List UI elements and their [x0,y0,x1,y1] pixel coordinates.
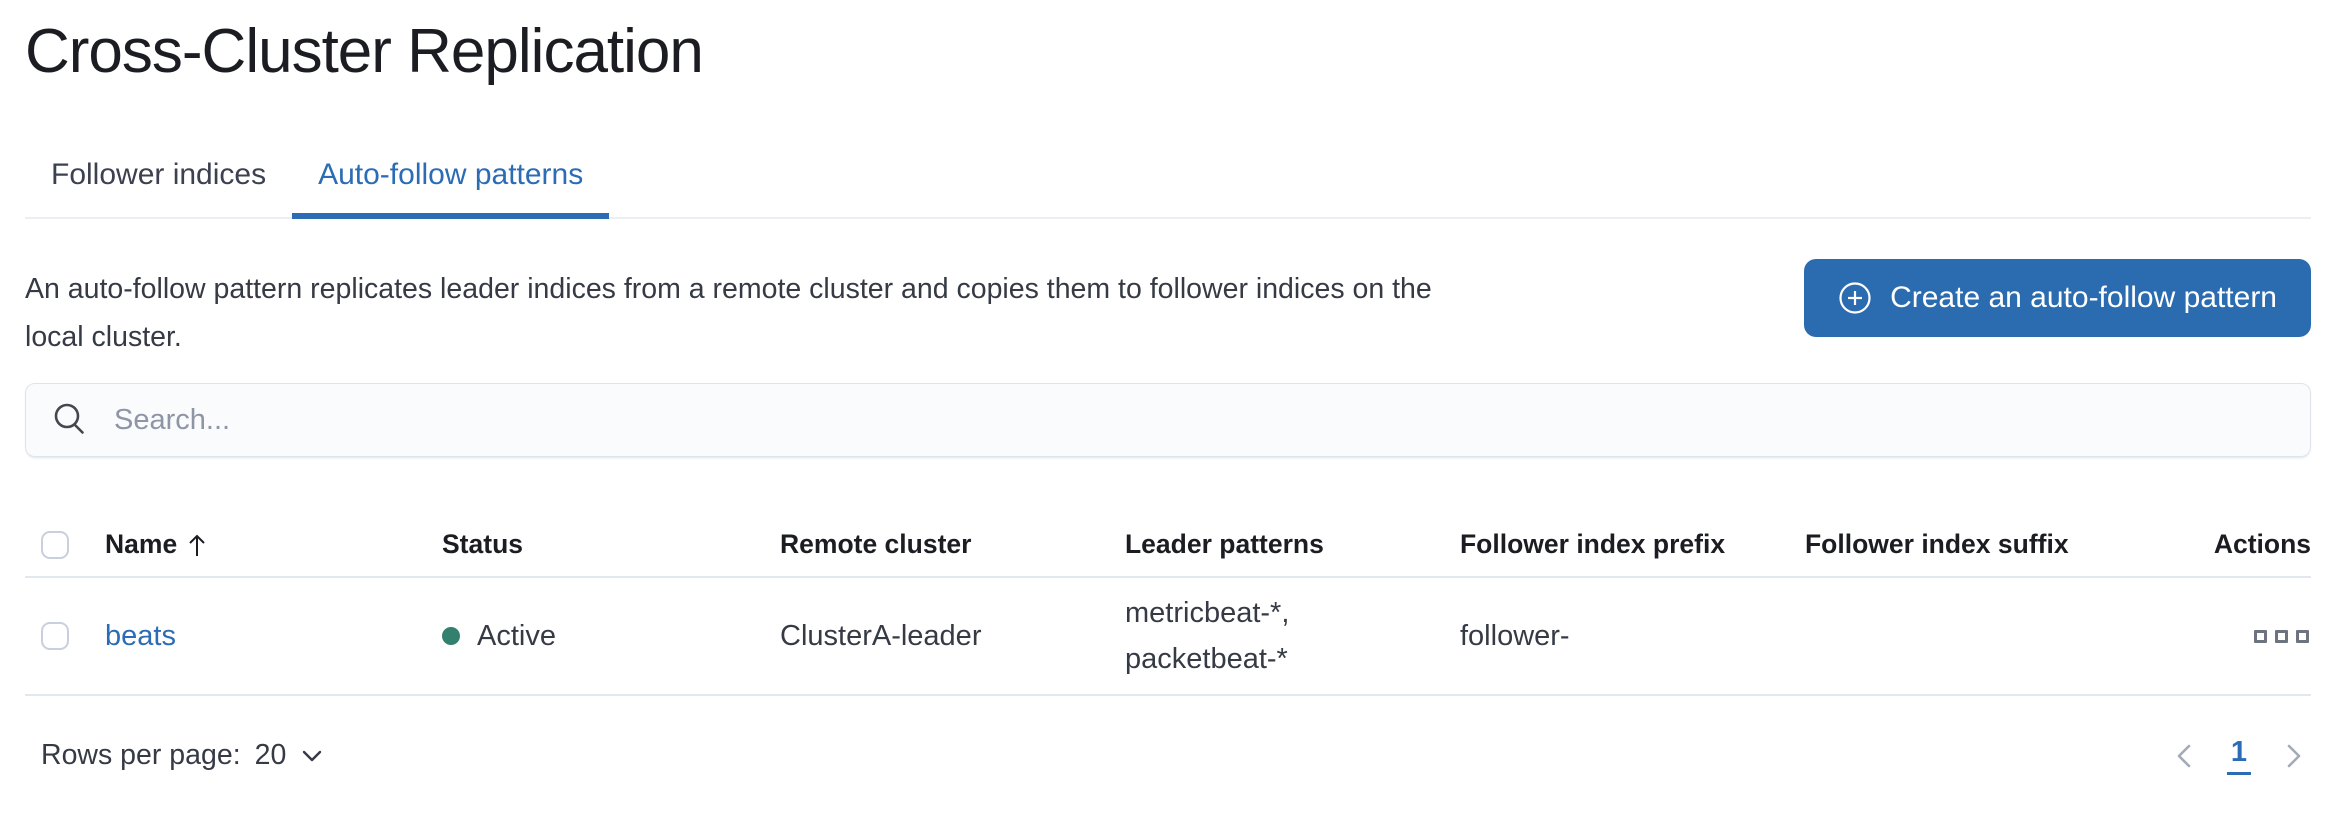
column-header-remote-cluster: Remote cluster [780,529,972,560]
plus-in-circle-icon [1838,281,1872,315]
page-title: Cross-Cluster Replication [25,17,704,86]
create-auto-follow-pattern-button[interactable]: Create an auto-follow pattern [1804,259,2311,338]
column-header-actions: Actions [2213,529,2311,560]
column-header-follower-index-prefix: Follower index prefix [1460,529,1726,560]
select-all-checkbox[interactable] [41,530,69,559]
row-actions-button[interactable] [2252,624,2311,649]
rows-per-page-label: Rows per page: [41,739,241,772]
page-description: An auto-follow pattern replicates leader… [25,265,1432,361]
rows-per-page-button[interactable]: Rows per page: 20 [25,739,324,772]
column-header-status: Status [442,529,523,560]
leader-pattern-2: packetbeat-* [1125,643,1288,676]
sort-ascending-icon [187,532,207,558]
auto-follow-patterns-table: Name Status Remote cluster Leader patter… [25,529,2311,776]
cell-follower-index-prefix: follower- [1460,619,1570,652]
cell-status: Active [442,620,780,653]
cell-remote-cluster: ClusterA-leader [780,619,982,652]
pattern-name-link[interactable]: beats [105,619,176,652]
tab-bar: Follower indices Auto-follow patterns [25,151,2311,220]
chevron-down-icon [300,748,324,764]
create-button-label: Create an auto-follow pattern [1890,281,2277,315]
page-number-1[interactable]: 1 [2226,736,2251,776]
chevron-left-icon [2175,742,2193,770]
tab-auto-follow-patterns[interactable]: Auto-follow patterns [292,151,610,220]
table-header-row: Name Status Remote cluster Leader patter… [25,529,2311,579]
intro-section: An auto-follow pattern replicates leader… [25,259,2311,361]
column-header-name[interactable]: Name [105,529,442,560]
tab-follower-indices[interactable]: Follower indices [51,158,267,192]
cell-leader-patterns: metricbeat-*, packetbeat-* [1125,590,1460,682]
rows-per-page-value: 20 [254,739,287,772]
header-checkbox-cell [25,530,105,559]
column-header-leader-patterns: Leader patterns [1125,529,1324,560]
next-page-button[interactable] [2281,738,2307,774]
row-checkbox[interactable] [41,622,69,651]
previous-page-button[interactable] [2171,738,2197,774]
row-checkbox-cell [25,622,105,651]
status-active-dot [442,627,460,646]
status-label: Active [477,619,556,652]
search-input[interactable] [112,402,2284,438]
chevron-right-icon [2285,742,2303,770]
cross-cluster-replication-page: Cross-Cluster Replication Follower indic… [0,16,2336,776]
cell-name: beats [105,620,442,653]
description-line-1: An auto-follow pattern replicates leader… [25,273,1432,306]
search-box [25,383,2311,458]
search-icon [52,402,88,438]
description-line-2: local cluster. [25,321,182,354]
page-controls: 1 [2171,736,2311,776]
column-header-follower-index-suffix: Follower index suffix [1805,529,2069,560]
table-row-beats: beats Active ClusterA-leader metricbeat-… [25,578,2311,697]
boxes-horizontal-icon [2254,629,2267,643]
cell-actions [2150,624,2311,649]
table-pagination: Rows per page: 20 1 [25,736,2311,776]
leader-pattern-1: metricbeat-*, [1125,597,1290,630]
